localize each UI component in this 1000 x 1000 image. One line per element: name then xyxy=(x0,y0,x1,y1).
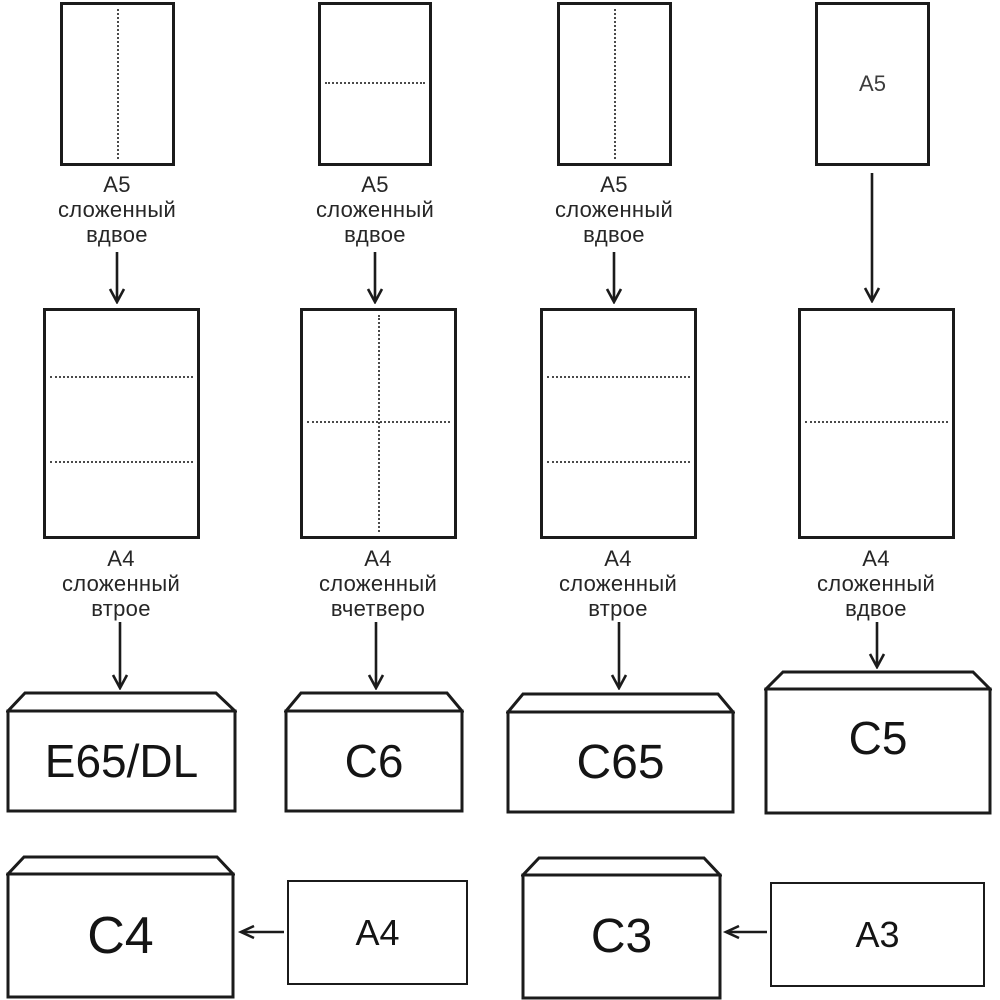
envelope-flap xyxy=(521,856,722,877)
arrow-down-icon xyxy=(366,252,384,309)
caption-line: A4 xyxy=(364,546,392,571)
envelope-body xyxy=(284,709,464,813)
sheet-a4-half xyxy=(798,308,955,539)
fold-line-horizontal xyxy=(547,376,690,379)
fold-line-horizontal xyxy=(50,460,193,463)
caption-line: вдвое xyxy=(86,222,148,247)
envelope-label-c65: C65 xyxy=(576,735,665,789)
sheet-a5-plain: A5 xyxy=(815,2,930,166)
arrow-down-icon xyxy=(108,252,126,309)
caption-line: втрое xyxy=(588,596,648,621)
caption-line: A4 xyxy=(604,546,632,571)
caption-line: сложенный xyxy=(554,197,674,222)
envelope-flap xyxy=(506,692,735,714)
envelope-shape xyxy=(6,855,235,999)
caption-row1-col1: A5 сложенный вдвое xyxy=(58,172,176,247)
envelope-flap xyxy=(6,855,235,876)
sheet-a3-flat-label: A3 xyxy=(855,913,900,955)
caption-line: A4 xyxy=(107,546,135,571)
caption-line: сложенный xyxy=(61,571,181,596)
envelope-label-e65dl: E65/DL xyxy=(44,735,199,787)
sheet-a5-vertical-fold-2 xyxy=(557,2,672,166)
envelope-shape xyxy=(284,691,464,813)
envelope-body xyxy=(764,687,992,815)
envelope-shape xyxy=(506,692,735,814)
envelope-body xyxy=(521,873,722,1000)
envelope-label-c4: C4 xyxy=(87,906,154,965)
fold-line-horizontal xyxy=(50,376,193,379)
sheet-a4-thirds-2 xyxy=(540,308,697,539)
arrow-down-icon xyxy=(605,252,623,309)
fold-line-horizontal xyxy=(547,460,690,463)
caption-row1-col2: A5 сложенный вдвое xyxy=(316,172,434,247)
caption-line: вдвое xyxy=(583,222,645,247)
caption-line: A5 xyxy=(600,172,628,197)
sheet-a5-vertical-fold-1 xyxy=(60,2,175,166)
caption-line: сложенный xyxy=(315,197,435,222)
caption-row2-col2: A4 сложенный вчетверо xyxy=(319,546,437,621)
envelope-label-c6: C6 xyxy=(344,735,404,787)
sheet-a4-flat: A4 xyxy=(287,880,468,985)
envelope-c65: C65 xyxy=(506,692,735,816)
envelope-c4-highlighted: C4 xyxy=(6,855,235,1000)
envelope-label-c5: C5 xyxy=(848,712,908,764)
envelope-flap xyxy=(764,670,992,691)
caption-row2-col3: A4 сложенный втрое xyxy=(559,546,677,621)
caption-row2-col1: A4 сложенный втрое xyxy=(62,546,180,621)
arrow-down-icon xyxy=(610,622,628,695)
fold-line-horizontal xyxy=(325,82,425,85)
caption-line: сложенный xyxy=(318,571,438,596)
caption-line: вдвое xyxy=(845,596,907,621)
fold-line-vertical xyxy=(613,9,616,159)
sheet-a4-thirds-1 xyxy=(43,308,200,539)
envelope-body xyxy=(6,709,237,813)
caption-row1-col3: A5 сложенный вдвое xyxy=(555,172,673,247)
sheet-a5-horizontal-fold xyxy=(318,2,432,166)
caption-line: сложенный xyxy=(558,571,678,596)
envelope-shape xyxy=(521,856,722,1000)
caption-row2-col4: A4 сложенный вдвое xyxy=(817,546,935,621)
arrow-down-icon xyxy=(367,622,385,695)
caption-line: вчетверо xyxy=(330,596,426,621)
envelope-label-c3: C3 xyxy=(590,910,653,963)
envelope-e65dl: E65/DL xyxy=(6,691,237,815)
caption-line: сложенный xyxy=(57,197,177,222)
caption-line: A5 xyxy=(103,172,131,197)
sheet-a4-quarters xyxy=(300,308,457,539)
envelope-shape xyxy=(764,670,992,815)
envelope-body xyxy=(506,710,735,814)
envelope-body xyxy=(6,872,235,999)
envelope-flap xyxy=(6,691,237,713)
caption-line: сложенный xyxy=(816,571,936,596)
arrow-down-icon xyxy=(863,173,881,308)
arrow-down-icon xyxy=(868,622,886,674)
envelope-flap xyxy=(284,691,464,713)
fold-line-horizontal xyxy=(805,421,948,424)
caption-line: вдвое xyxy=(344,222,406,247)
envelope-c6: C6 xyxy=(284,691,464,815)
envelope-c5: C5 xyxy=(764,670,992,816)
caption-line: A5 xyxy=(361,172,389,197)
arrow-left-icon xyxy=(722,923,768,946)
caption-line: втрое xyxy=(91,596,151,621)
envelope-c3: C3 xyxy=(521,856,722,1000)
fold-line-vertical xyxy=(116,9,119,159)
envelope-shape xyxy=(6,691,237,813)
sheet-a5-label: A5 xyxy=(859,71,886,96)
arrow-down-icon xyxy=(111,622,129,695)
sheet-a3-flat: A3 xyxy=(770,882,985,987)
arrow-left-icon xyxy=(237,923,285,946)
caption-line: A4 xyxy=(862,546,890,571)
fold-line-vertical xyxy=(377,315,380,532)
sheet-a4-flat-label: A4 xyxy=(355,911,400,953)
